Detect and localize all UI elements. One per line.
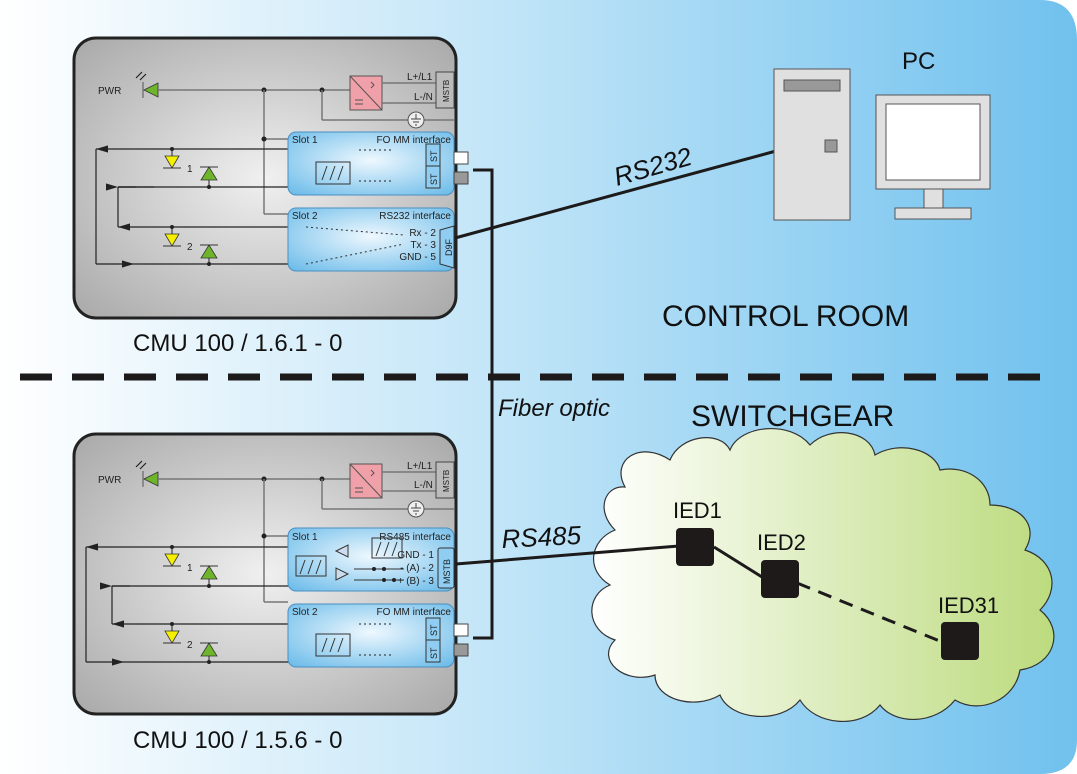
svg-text:GND - 5: GND - 5 xyxy=(399,252,436,263)
svg-text:D9F: D9F xyxy=(444,238,454,256)
fo-connector-white xyxy=(453,151,469,165)
fo-connector-grey xyxy=(453,643,469,657)
svg-text:ST: ST xyxy=(429,173,439,185)
ln-label: L-/N xyxy=(414,480,433,491)
device-1-caption: CMU 100 / 1.6.1 - 0 xyxy=(133,330,342,357)
mstb-connector: MSTB xyxy=(435,71,455,109)
svg-text:MSTB: MSTB xyxy=(442,559,452,584)
cmu-device-1: PWR L+/L1 L-/N MSTB xyxy=(72,36,469,320)
led-1-label: 1 xyxy=(187,563,193,574)
slot-2-rs232-interface: Slot 2 RS232 interface Rx - 2 Tx - 3 GND… xyxy=(287,207,455,272)
rs485-link xyxy=(455,544,680,566)
l1-label: L+/L1 xyxy=(407,461,433,472)
switchgear-label: SWITCHGEAR xyxy=(691,400,894,433)
pc-computer: PC xyxy=(773,48,991,221)
monitor-icon xyxy=(875,94,991,220)
l1-label: L+/L1 xyxy=(407,72,433,83)
switchgear-cloud xyxy=(591,427,1055,723)
rs232-link xyxy=(454,149,777,240)
ied-1: IED1 xyxy=(673,498,722,566)
device-2-caption: CMU 100 / 1.5.6 - 0 xyxy=(133,727,342,754)
mstb-connector: MSTB xyxy=(435,461,455,499)
power-supply-icon xyxy=(349,463,383,499)
svg-text:FO MM interface: FO MM interface xyxy=(377,607,452,618)
led-1-label: 1 xyxy=(187,164,193,175)
ied1-ied2-link xyxy=(713,545,763,579)
ied-31: IED31 xyxy=(938,593,999,660)
svg-text:Slot 2: Slot 2 xyxy=(292,211,318,222)
svg-text:RS232 interface: RS232 interface xyxy=(379,211,451,222)
pc-tower-icon xyxy=(773,68,851,221)
svg-text:ST: ST xyxy=(429,624,439,636)
power-supply-icon xyxy=(349,75,383,111)
svg-text:Slot 1: Slot 1 xyxy=(292,135,318,146)
svg-text:Rx - 2: Rx - 2 xyxy=(409,228,436,239)
svg-text:RS485 interface: RS485 interface xyxy=(379,532,451,543)
svg-text:MSTB: MSTB xyxy=(442,470,451,492)
cmu-device-2: PWR L+/L1 L-/N MSTB xyxy=(72,432,469,716)
ground-icon xyxy=(407,111,425,129)
rs485-label: RS485 xyxy=(501,520,582,554)
svg-text:ST: ST xyxy=(429,647,439,659)
fiber-optic-label: Fiber optic xyxy=(498,395,610,422)
ied2-ied31-link xyxy=(796,581,943,644)
led-2-label: 2 xyxy=(187,242,193,253)
fo-connector-white xyxy=(453,623,469,637)
svg-text:IED31: IED31 xyxy=(938,593,999,618)
pwr-label: PWR xyxy=(98,475,121,486)
slot-2-fo-interface: Slot 2 FO MM interface ST ST xyxy=(287,603,469,668)
pc-label: PC xyxy=(902,48,935,75)
svg-text:MSTB: MSTB xyxy=(442,80,451,102)
svg-text:Slot 2: Slot 2 xyxy=(292,607,318,618)
svg-text:Tx - 3: Tx - 3 xyxy=(410,240,436,251)
fo-connector-grey xyxy=(453,171,469,185)
control-room-label: CONTROL ROOM xyxy=(662,300,909,333)
fiber-optic-link xyxy=(473,168,494,640)
ln-label: L-/N xyxy=(414,92,433,103)
svg-text:GND - 1: GND - 1 xyxy=(397,550,434,561)
svg-text:FO MM interface: FO MM interface xyxy=(377,135,452,146)
svg-text:+ (B) - 3: + (B) - 3 xyxy=(398,576,435,587)
svg-text:- (A) - 2: - (A) - 2 xyxy=(400,563,434,574)
slot-1-fo-interface: Slot 1 FO MM interface ST ST xyxy=(287,131,469,196)
led-2-label: 2 xyxy=(187,640,193,651)
pwr-label: PWR xyxy=(98,86,121,97)
svg-text:ST: ST xyxy=(429,150,439,162)
ied-2: IED2 xyxy=(757,530,806,598)
svg-text:IED2: IED2 xyxy=(757,530,806,555)
svg-text:IED1: IED1 xyxy=(673,498,722,523)
slot-1-rs485-interface: Slot 1 RS485 interface GND - 1 - (A) - 2… xyxy=(287,527,455,592)
ground-icon xyxy=(407,500,425,518)
svg-text:Slot 1: Slot 1 xyxy=(292,532,318,543)
